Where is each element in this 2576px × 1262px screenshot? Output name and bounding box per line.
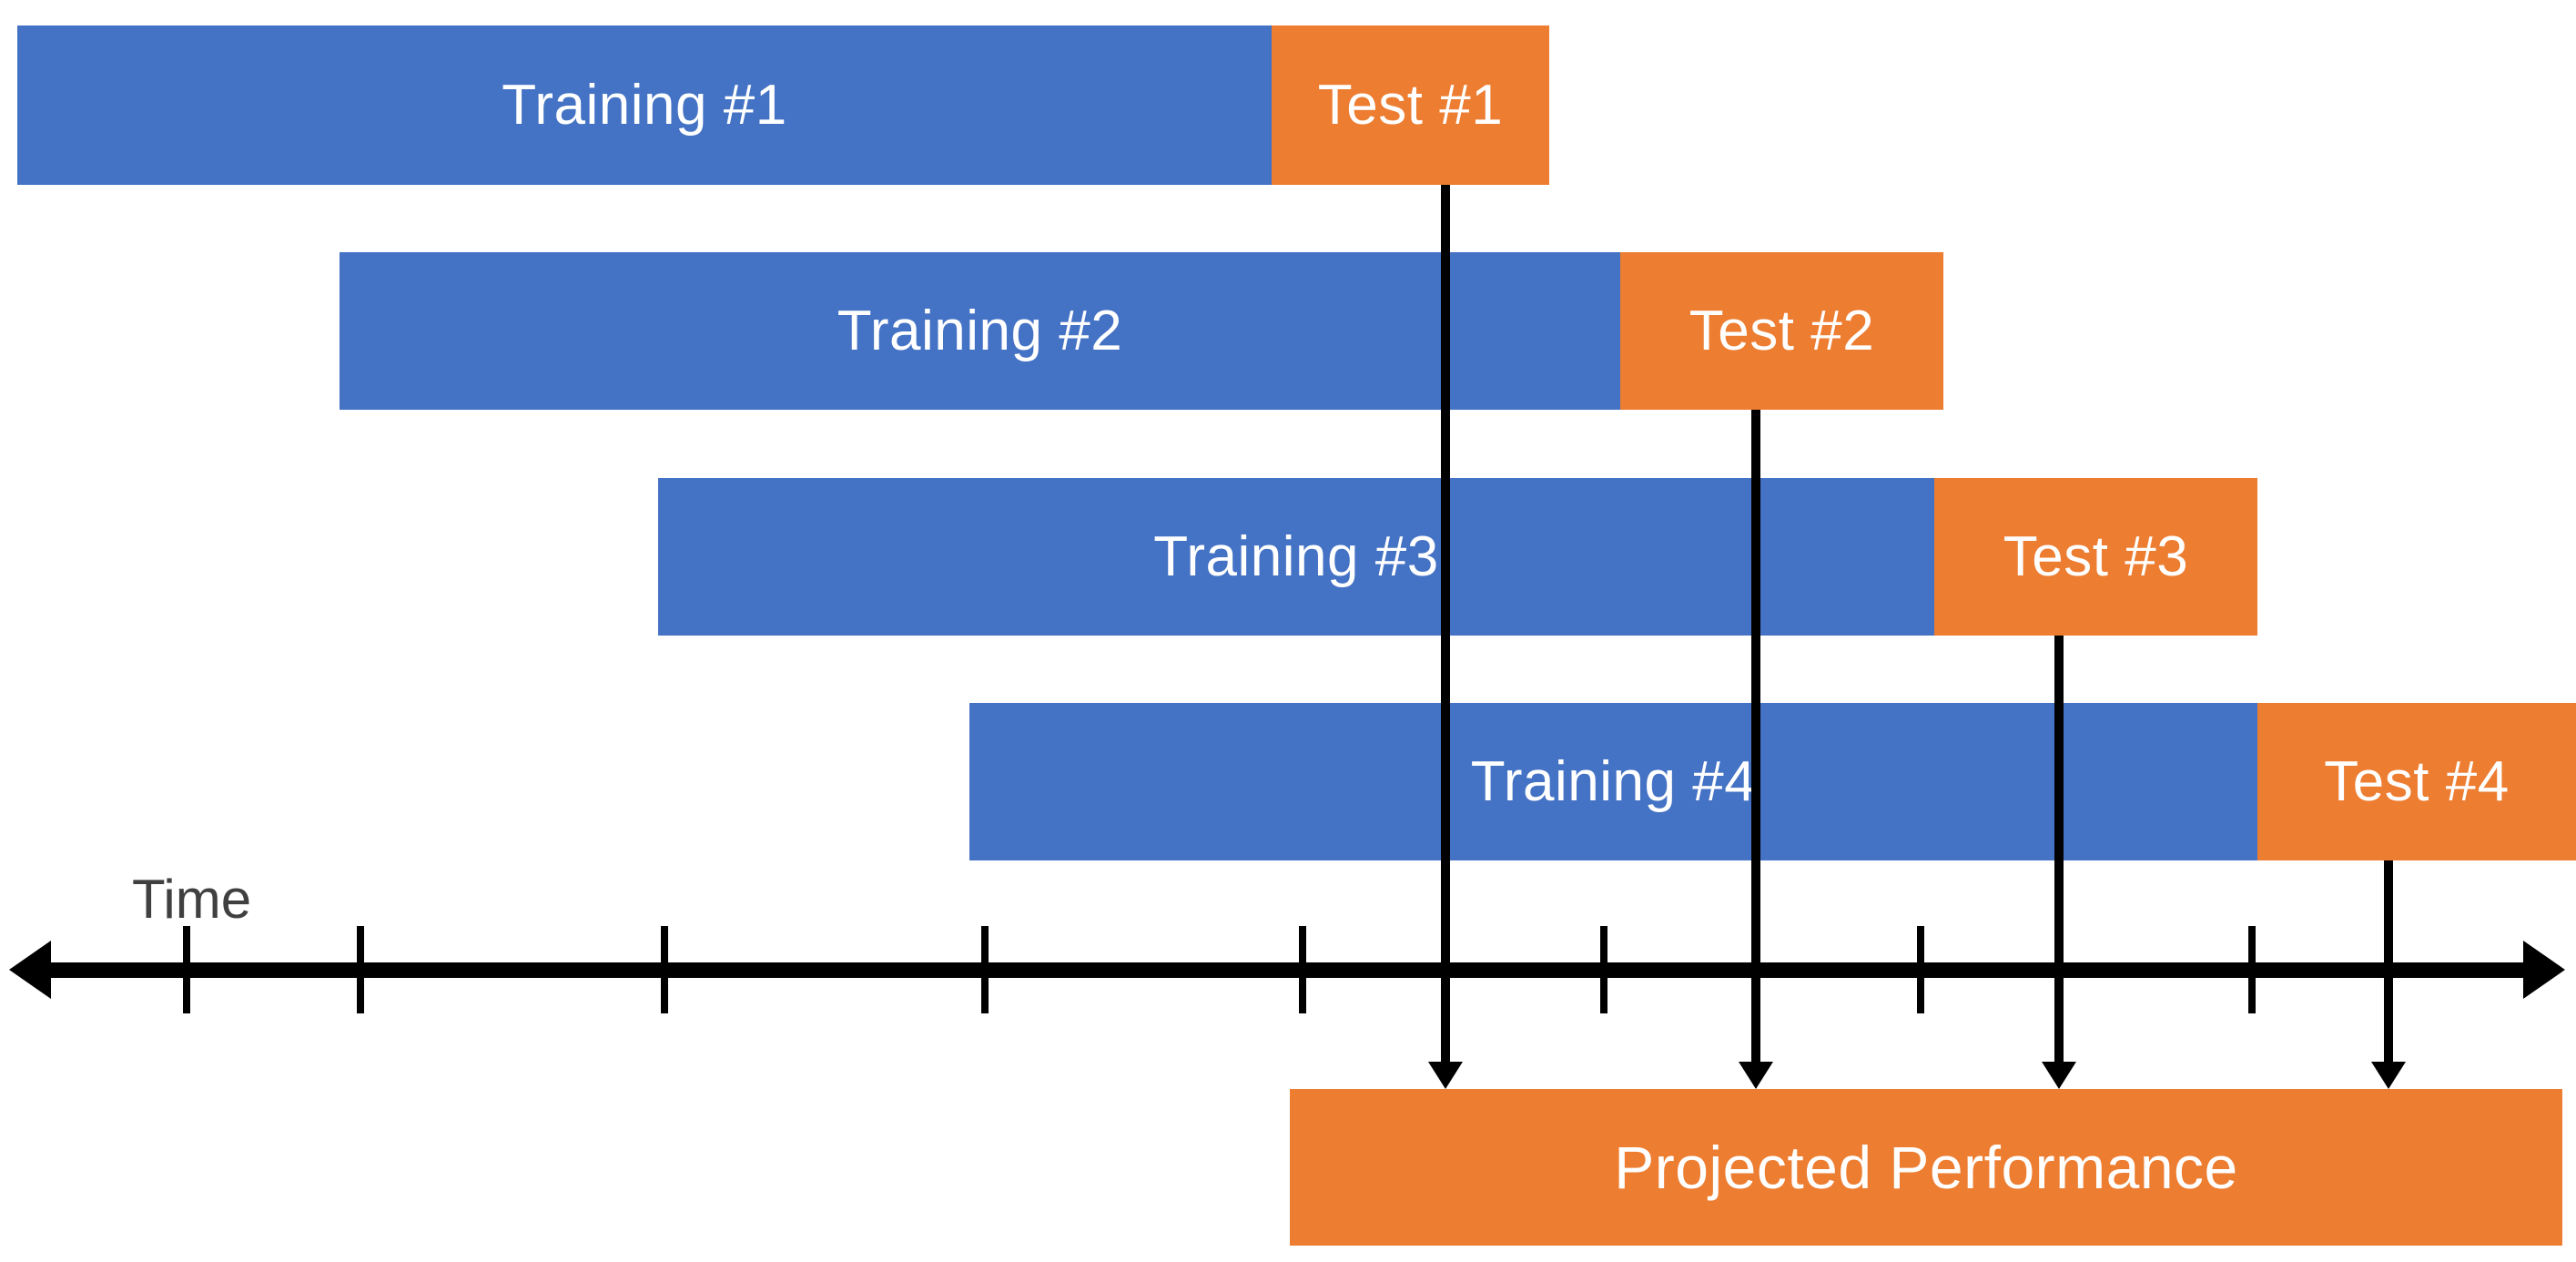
training-bar-2: Training #2 xyxy=(340,252,1620,410)
projection-arrow-3-icon xyxy=(2042,1062,2076,1089)
test-bar-1: Test #1 xyxy=(1272,25,1549,185)
projection-connector-4 xyxy=(2384,860,2393,1064)
test-bar-4-label: Test #4 xyxy=(2324,749,2510,813)
projection-connector-1 xyxy=(1441,185,1450,1064)
axis-arrow-left-icon xyxy=(9,941,51,999)
projected-performance-label: Projected Performance xyxy=(1614,1134,2238,1201)
test-bar-3-label: Test #3 xyxy=(2003,524,2189,588)
axis-arrow-right-icon xyxy=(2523,941,2565,999)
test-bar-4: Test #4 xyxy=(2257,703,2576,860)
test-bar-1-label: Test #1 xyxy=(1317,73,1504,137)
projection-arrow-4-icon xyxy=(2371,1062,2406,1089)
training-bar-3: Training #3 xyxy=(658,478,1934,636)
test-bar-2-label: Test #2 xyxy=(1689,299,1875,362)
projection-connector-2 xyxy=(1751,410,1760,1064)
axis-tick-5 xyxy=(1299,926,1306,1013)
axis-tick-2 xyxy=(357,926,364,1013)
time-axis-label: Time xyxy=(132,869,252,930)
test-bar-3: Test #3 xyxy=(1934,478,2257,636)
projection-connector-3 xyxy=(2054,636,2064,1064)
training-bar-4-label: Training #4 xyxy=(1470,749,1757,813)
training-bar-1: Training #1 xyxy=(17,25,1272,185)
projection-arrow-2-icon xyxy=(1739,1062,1773,1089)
axis-tick-3 xyxy=(661,926,668,1013)
axis-tick-4 xyxy=(981,926,989,1013)
axis-tick-6 xyxy=(1600,926,1607,1013)
axis-tick-8 xyxy=(2248,926,2256,1013)
projection-arrow-1-icon xyxy=(1428,1062,1463,1089)
training-bar-3-label: Training #3 xyxy=(1153,524,1439,588)
test-bar-2: Test #2 xyxy=(1620,252,1943,410)
axis-tick-1 xyxy=(183,926,190,1013)
training-bar-4: Training #4 xyxy=(969,703,2257,860)
projected-performance-bar: Projected Performance xyxy=(1290,1089,2562,1246)
axis-tick-7 xyxy=(1917,926,1924,1013)
time-axis-line xyxy=(46,962,2529,978)
training-bar-1-label: Training #1 xyxy=(502,73,787,137)
training-bar-2-label: Training #2 xyxy=(837,299,1123,362)
